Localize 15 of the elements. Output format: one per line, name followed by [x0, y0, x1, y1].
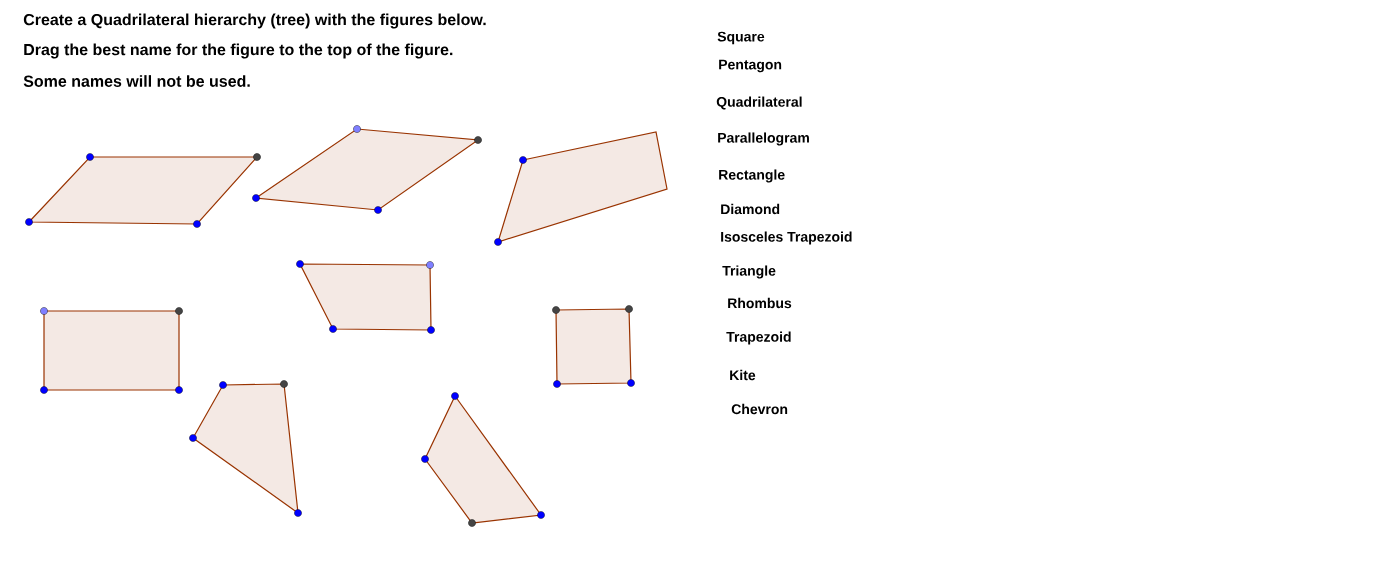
shape-name-label: Trapezoid — [726, 331, 791, 345]
shape-name-label: Square — [717, 31, 765, 45]
shape-name-label: Parallelogram — [718, 132, 809, 146]
instruction-text: Create a Quadrilateral hierarchy (tree) with the figures below. — [23, 13, 486, 29]
shape-name-label: Kite — [730, 369, 756, 381]
shape-name-label: Isosceles Trapezoid — [721, 231, 852, 245]
instruction-text: Some names will not be used. — [23, 75, 250, 87]
shape-name-label: Pentagon — [719, 59, 782, 73]
shape-name-label: Rectangle — [719, 169, 785, 183]
shape-name-label: Rhombus — [728, 297, 792, 309]
instruction-text: Drag the best name for the figure to the top of the figure. — [24, 43, 453, 59]
shape-name-label: Diamond — [721, 203, 780, 215]
shape-name-label: Quadrilateral — [716, 96, 802, 110]
shape-name-label: Triangle — [722, 265, 776, 279]
shape-name-label: Chevron — [731, 403, 788, 415]
